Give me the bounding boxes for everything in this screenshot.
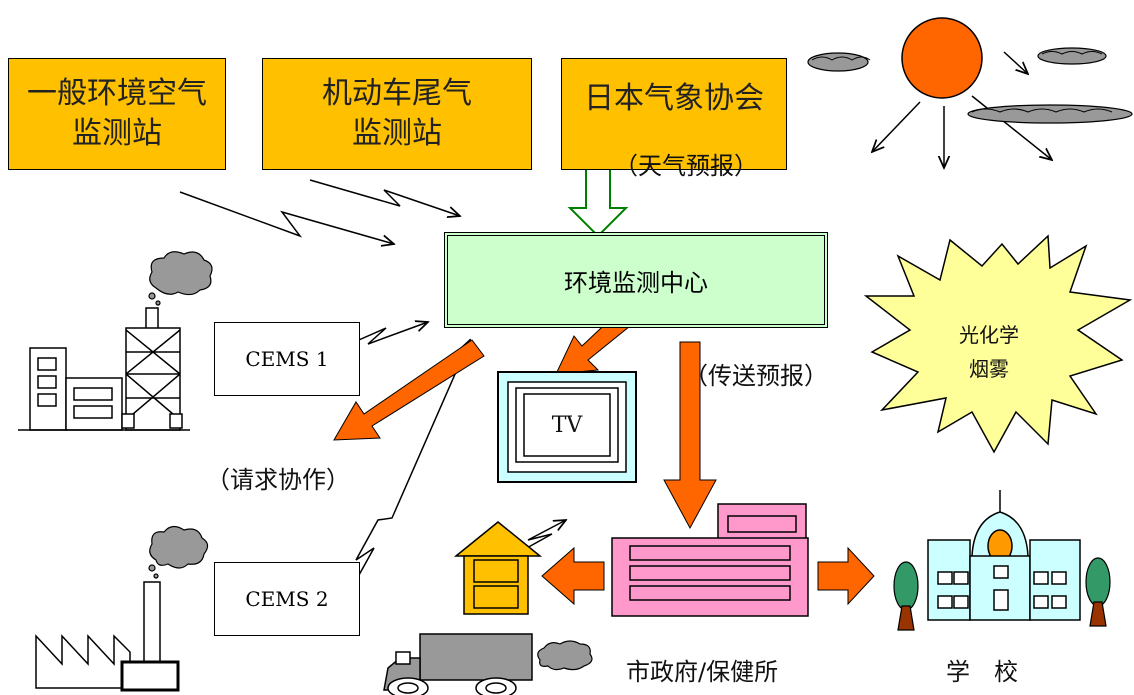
factory-1 [18,307,190,431]
house-icon [453,521,543,615]
cloud-icon [1037,47,1107,65]
transmit-forecast-label: （传送预报） [684,362,828,390]
cems-1-label: CEMS 1 [245,347,329,371]
tree-icon [1085,557,1111,627]
signal-line [309,179,460,216]
smoke-icon [148,525,209,579]
school-icon [927,490,1081,621]
weather-association-label: 日本气象协会 [584,81,764,116]
sun-icon [872,17,1052,168]
monitoring-center: 环境监测中心 [444,232,828,328]
smog-label: 光化学 烟雾 [959,323,1019,381]
truck-icon [383,633,533,695]
request-arrow [333,339,485,441]
general-air-station: 一般环境空气 监测站 [8,58,226,170]
smoke-icon [148,251,213,306]
vehicle-exhaust-station-label: 机动车尾气 监测站 [322,76,472,151]
signal-line [353,340,470,585]
weather-association: 日本气象协会 [561,58,787,170]
school-label: 学 校 [946,658,1018,686]
tv-text: TV [551,412,583,438]
tree-icon [893,561,919,631]
tv-icon [497,371,637,483]
cems-2-label: CEMS 2 [245,587,329,611]
cems-2-box: CEMS 2 [214,562,360,636]
monitoring-center-label: 环境监测中心 [564,268,708,297]
tv-label: TV [524,394,610,456]
smog-burst [863,234,1133,454]
cems-1-box: CEMS 1 [214,322,360,396]
vehicle-exhaust-station: 机动车尾气 监测站 [262,58,532,170]
city-gov-label: 市政府/保健所 [626,658,779,686]
exhaust-icon [537,640,593,671]
city-hall-icon [611,503,809,617]
cloud-icon [967,104,1133,124]
signal-line [515,520,566,555]
factory-2 [35,581,180,692]
general-air-station-label: 一般环境空气 监测站 [27,76,207,151]
forecast-arrow [663,341,717,530]
school-arrow [817,546,875,606]
cloud-icon [807,52,871,72]
request-coop-label: （请求协作） [206,466,350,494]
weather-forecast-label: （天气预报） [614,152,758,180]
home-arrow [541,546,605,606]
signal-line [335,322,428,351]
signal-line [179,191,394,244]
